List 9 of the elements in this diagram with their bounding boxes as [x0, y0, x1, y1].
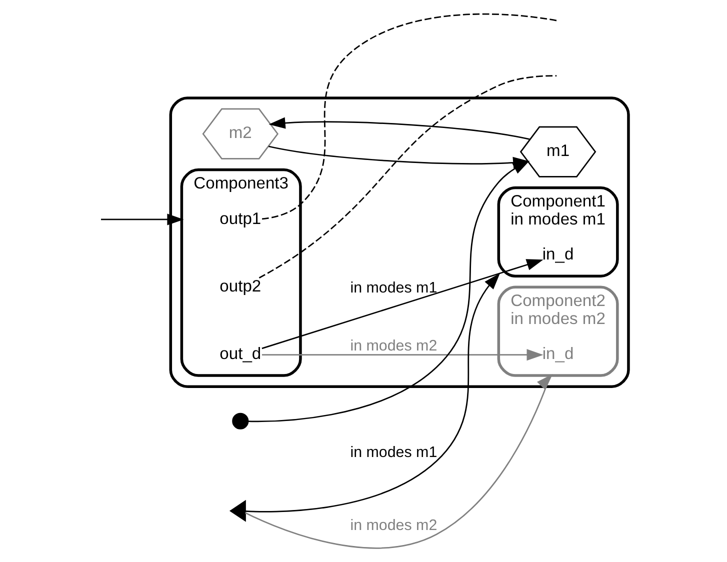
node-text: in_d — [542, 244, 574, 264]
edge-label: in modes m1 — [350, 444, 437, 461]
node-text: outp1 — [219, 208, 261, 228]
edge-label: in modes m2 — [350, 516, 437, 534]
node-text: in_d — [542, 344, 574, 364]
edge-label: in modes m2 — [350, 337, 437, 354]
node-text: out_d — [219, 344, 261, 364]
edge-label: in modes m1 — [350, 279, 437, 296]
node-text: outp2 — [219, 276, 261, 296]
